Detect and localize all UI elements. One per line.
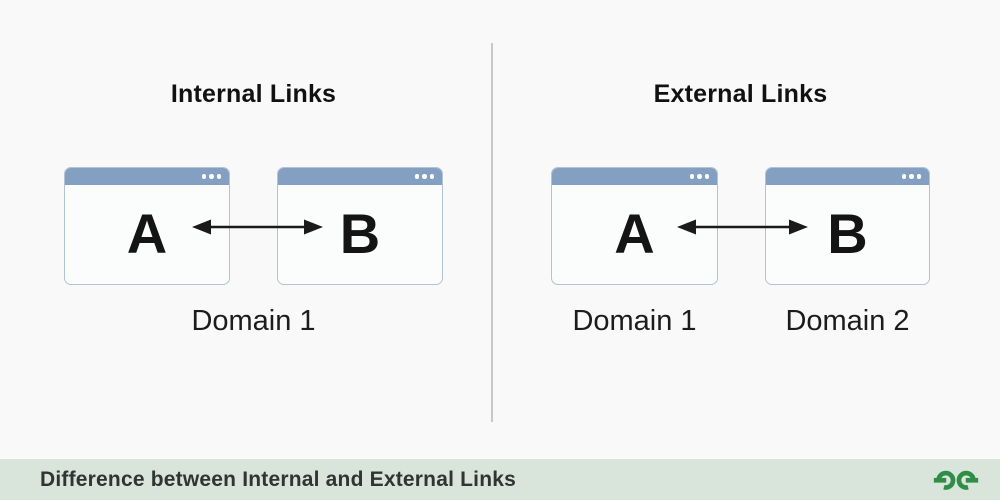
geeksforgeeks-logo-icon [933,470,979,490]
window-body: A [65,185,229,283]
domain-label-internal: Domain 1 [191,305,316,337]
window-titlebar [278,168,442,185]
bidirectional-arrow-icon [677,219,808,235]
window-dot-icon [704,174,709,179]
domain-label-external-2: Domain 2 [785,305,910,337]
browser-window-internal-b: B [277,167,443,285]
caption-bar: Difference between Internal and External… [0,459,1000,500]
window-dot-icon [901,174,906,179]
browser-window-external-b: B [765,167,930,285]
window-titlebar [552,168,717,185]
window-dot-icon [429,174,434,179]
window-body: B [278,185,442,283]
window-dot-icon [909,174,914,179]
bidirectional-arrow-icon [192,219,323,235]
page-label-a: A [126,202,168,265]
window-dot-icon [916,174,921,179]
window-dot-icon [689,174,694,179]
window-dot-icon [216,174,221,179]
window-dot-icon [414,174,419,179]
panel-divider [491,43,493,422]
window-dot-icon [697,174,702,179]
internal-links-title: Internal Links [170,80,337,108]
external-links-title: External Links [653,80,828,108]
window-body: A [552,185,717,283]
window-dot-icon [422,174,427,179]
window-dot-icon [201,174,206,179]
window-titlebar [766,168,929,185]
window-titlebar [65,168,229,185]
window-body: B [766,185,929,283]
page-label-b: B [339,202,381,265]
page-label-a: A [614,202,655,265]
domain-label-external-1: Domain 1 [572,305,697,337]
page-label-b: B [827,202,868,265]
caption-text: Difference between Internal and External… [40,467,516,491]
window-dot-icon [209,174,214,179]
